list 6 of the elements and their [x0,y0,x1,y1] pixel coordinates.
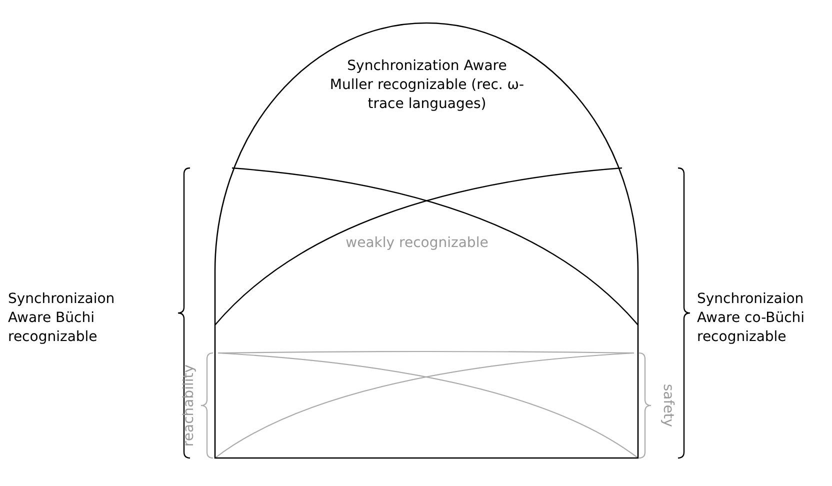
class-label: reachability [180,363,198,449]
class-label: Synchronizaion Aware co-Büchi recognizable [697,290,806,347]
class-label: Synchronizaion Aware Büchi recognizable [8,290,116,347]
class-label: safety [659,382,677,430]
region-label: weakly recognizable [344,234,490,253]
region-label: Synchronization Aware Muller recognizable (rec. ω-trace languages) [328,57,526,114]
